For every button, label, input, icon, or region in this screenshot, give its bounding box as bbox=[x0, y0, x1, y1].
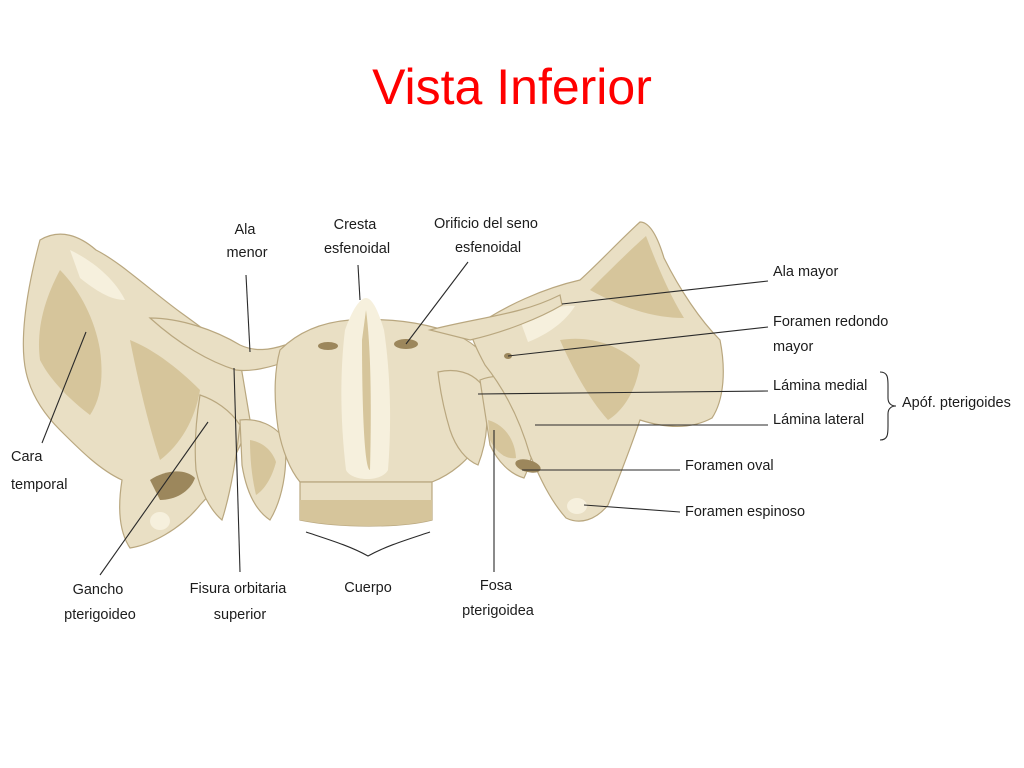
apof-pterigoides-brace bbox=[879, 371, 897, 441]
leader-ala-menor bbox=[245, 274, 251, 353]
label-lamina-lateral: Lámina lateral bbox=[773, 412, 864, 428]
leader-foramen-redondo bbox=[507, 326, 769, 357]
label-lamina-medial: Lámina medial bbox=[773, 378, 867, 394]
label-apof-pterigoides: Apóf. pterigoides bbox=[902, 395, 1011, 411]
leader-cara-temporal bbox=[41, 331, 87, 444]
label-foramen-espinoso: Foramen espinoso bbox=[685, 504, 805, 520]
label-fosa-pterigoidea: Fosa pterigoidea bbox=[462, 578, 535, 619]
label-gancho-pterigoideo: Gancho pterigoideo bbox=[64, 582, 136, 623]
sphenoid-bone-illustration bbox=[22, 221, 724, 549]
leader-fisura-orbitaria bbox=[233, 367, 241, 573]
leader-cresta-esfenoidal bbox=[357, 264, 361, 301]
label-cresta-esfenoidal: Cresta esfenoidal bbox=[324, 217, 390, 257]
leader-foramen-espinoso bbox=[583, 504, 681, 513]
label-foramen-redondo: Foramen redondo mayor bbox=[773, 314, 892, 355]
label-foramen-oval: Foramen oval bbox=[685, 458, 774, 474]
label-orificio-seno: Orificio del seno esfenoidal bbox=[434, 216, 542, 256]
leader-lines bbox=[41, 261, 897, 576]
leader-lamina-medial bbox=[477, 390, 769, 395]
leader-orificio-seno bbox=[405, 261, 469, 345]
slide-title: Vista Inferior bbox=[372, 59, 652, 115]
label-fisura-orbitaria: Fisura orbitaria superior bbox=[190, 581, 291, 623]
leader-cuerpo-bracket bbox=[305, 531, 431, 557]
label-cuerpo: Cuerpo bbox=[344, 580, 392, 596]
label-ala-mayor: Ala mayor bbox=[773, 264, 838, 280]
leader-ala-mayor bbox=[561, 280, 769, 305]
label-ala-menor: Ala menor bbox=[226, 222, 267, 261]
leader-gancho-pterigoideo bbox=[99, 421, 209, 576]
label-cara-temporal: Cara temporal bbox=[11, 449, 67, 493]
labels: Ala menor Cresta esfenoidal Orificio del… bbox=[11, 216, 1011, 623]
